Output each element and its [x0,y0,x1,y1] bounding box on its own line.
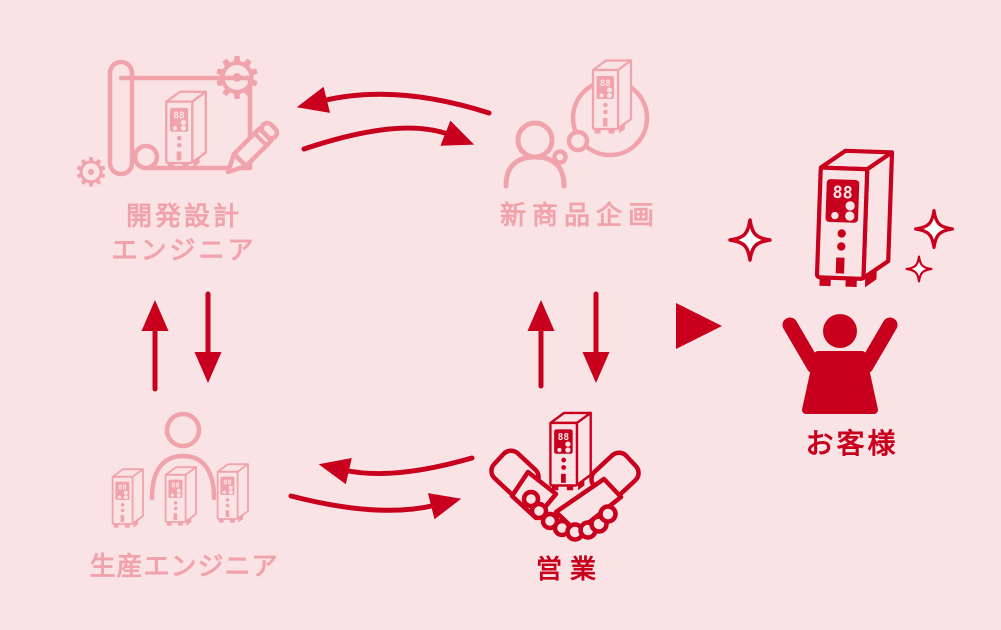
arrow-devdesign-to-planning [301,120,475,152]
arrow-sales-to-production [318,455,475,485]
label-dev-design-engineer: 開発設計 エンジニア [111,200,256,268]
person-icon [503,120,567,189]
production-icon [111,411,249,529]
pencil-icon [225,120,280,175]
arrow-to-customer [676,303,722,349]
label-customer: お客様 [805,427,899,460]
gear-icon: ⚙ [73,150,109,196]
sales-icon [489,411,641,542]
label-sales: 営業 [535,555,605,585]
planning-device-icon [591,59,633,135]
happy-person-icon [782,314,898,414]
label-new-product-planning: 新商品企画 [499,201,661,231]
arrow-planning-to-devdesign [296,86,492,116]
planning-icon [503,59,650,189]
sparkle-icon [728,218,772,262]
production-device-icon [216,463,249,524]
customer-icon [728,150,955,414]
customer-device-icon [817,150,892,288]
label-dev-design-line1: 開発設計 [125,202,243,232]
production-device-icon [111,468,144,529]
person-icon [149,411,217,501]
blueprint-device-icon [165,90,207,169]
sales-device-icon [549,411,592,492]
label-production-engineer: 生産エンジニア [89,552,279,582]
sparkle-icon [905,255,933,283]
label-dev-design-line2: エンジニア [111,236,257,266]
sparkle-icon [913,208,955,250]
production-device-icon [164,466,197,527]
blueprint-icon: ⚙ ⚙ [73,44,280,196]
handshake-icon [489,448,641,542]
arrow-production-to-sales [288,493,462,520]
gear-icon: ⚙ [211,44,263,112]
flow-arrows [141,86,722,520]
